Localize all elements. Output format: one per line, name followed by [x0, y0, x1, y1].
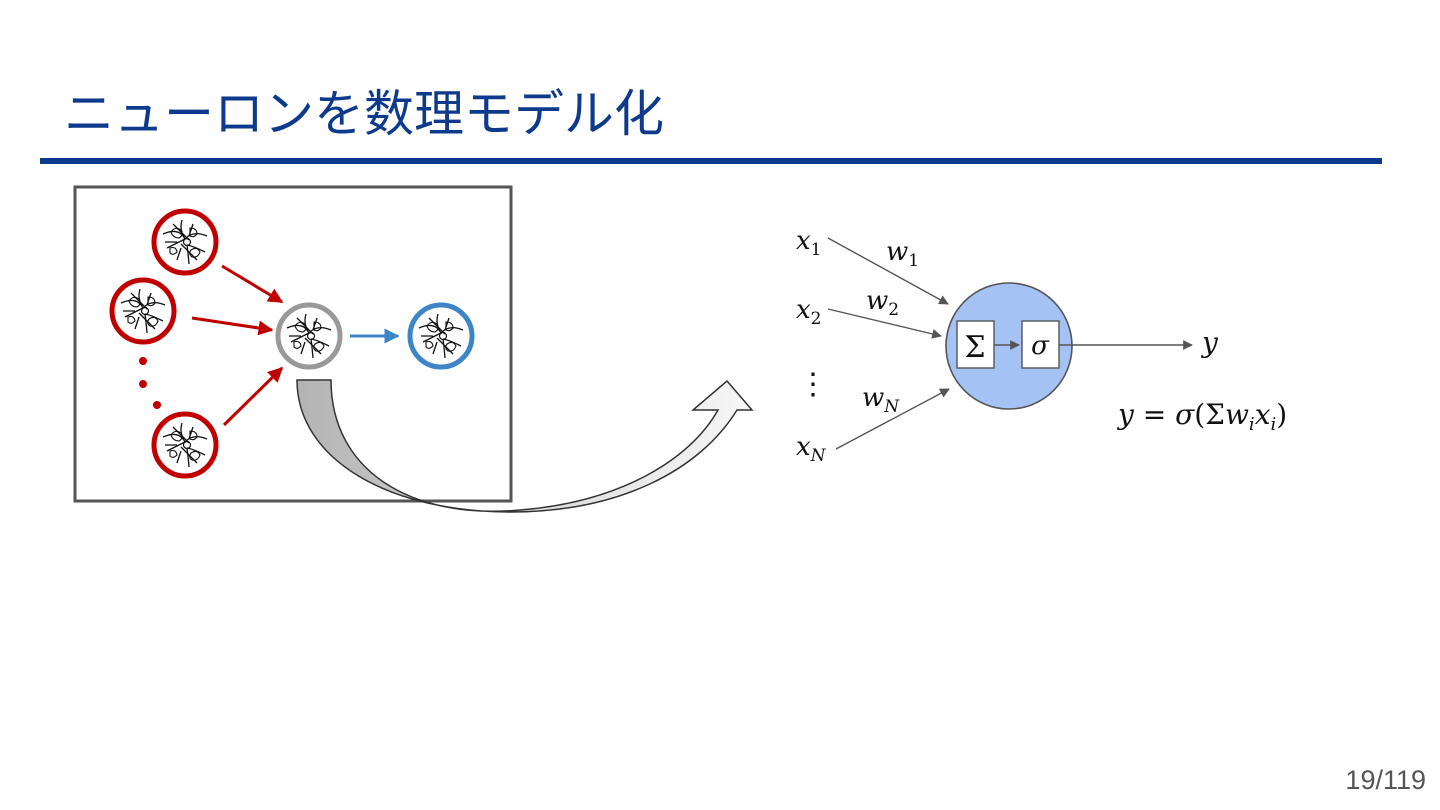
title-rule	[40, 158, 1382, 164]
ellipsis-dot	[139, 357, 147, 365]
synapse-arrow-2	[191, 316, 274, 336]
presynaptic-neuron-3	[151, 411, 219, 479]
output-formula: y = σ(Σwixi)	[1116, 398, 1287, 435]
transform-arrow	[296, 379, 754, 513]
target-neuron	[275, 302, 343, 370]
weight-label-w2: w2	[866, 286, 899, 320]
ellipsis-dot	[153, 401, 161, 409]
input-label-x2: x2	[796, 295, 822, 329]
presynaptic-neuron-2	[109, 277, 177, 345]
page-number: 19/119	[1345, 765, 1426, 795]
input-edge-3	[835, 388, 950, 450]
input-ellipsis: ⋮	[798, 367, 828, 402]
weight-label-wN: wN	[862, 383, 900, 417]
output-neuron	[407, 302, 475, 370]
synapse-arrow-1	[221, 264, 284, 304]
output-label: y	[1200, 326, 1219, 359]
weight-label-w1: w1	[886, 237, 919, 271]
input-label-xN: xN	[796, 432, 827, 466]
input-edge-2	[827, 308, 942, 339]
sum-symbol: Σ	[964, 330, 985, 365]
activation-box	[1021, 320, 1060, 369]
presynaptic-neuron-1	[151, 208, 219, 276]
activation-symbol: σ	[1031, 331, 1050, 361]
slide-title: ニューロンを数理モデル化	[64, 85, 664, 143]
input-label-x1: x1	[796, 226, 822, 260]
synapse-arrow-3	[222, 366, 284, 427]
sum-box	[956, 320, 995, 369]
input-edge-1	[827, 237, 949, 305]
artificial-neuron-node	[945, 282, 1073, 410]
ellipsis-dot	[139, 380, 147, 388]
